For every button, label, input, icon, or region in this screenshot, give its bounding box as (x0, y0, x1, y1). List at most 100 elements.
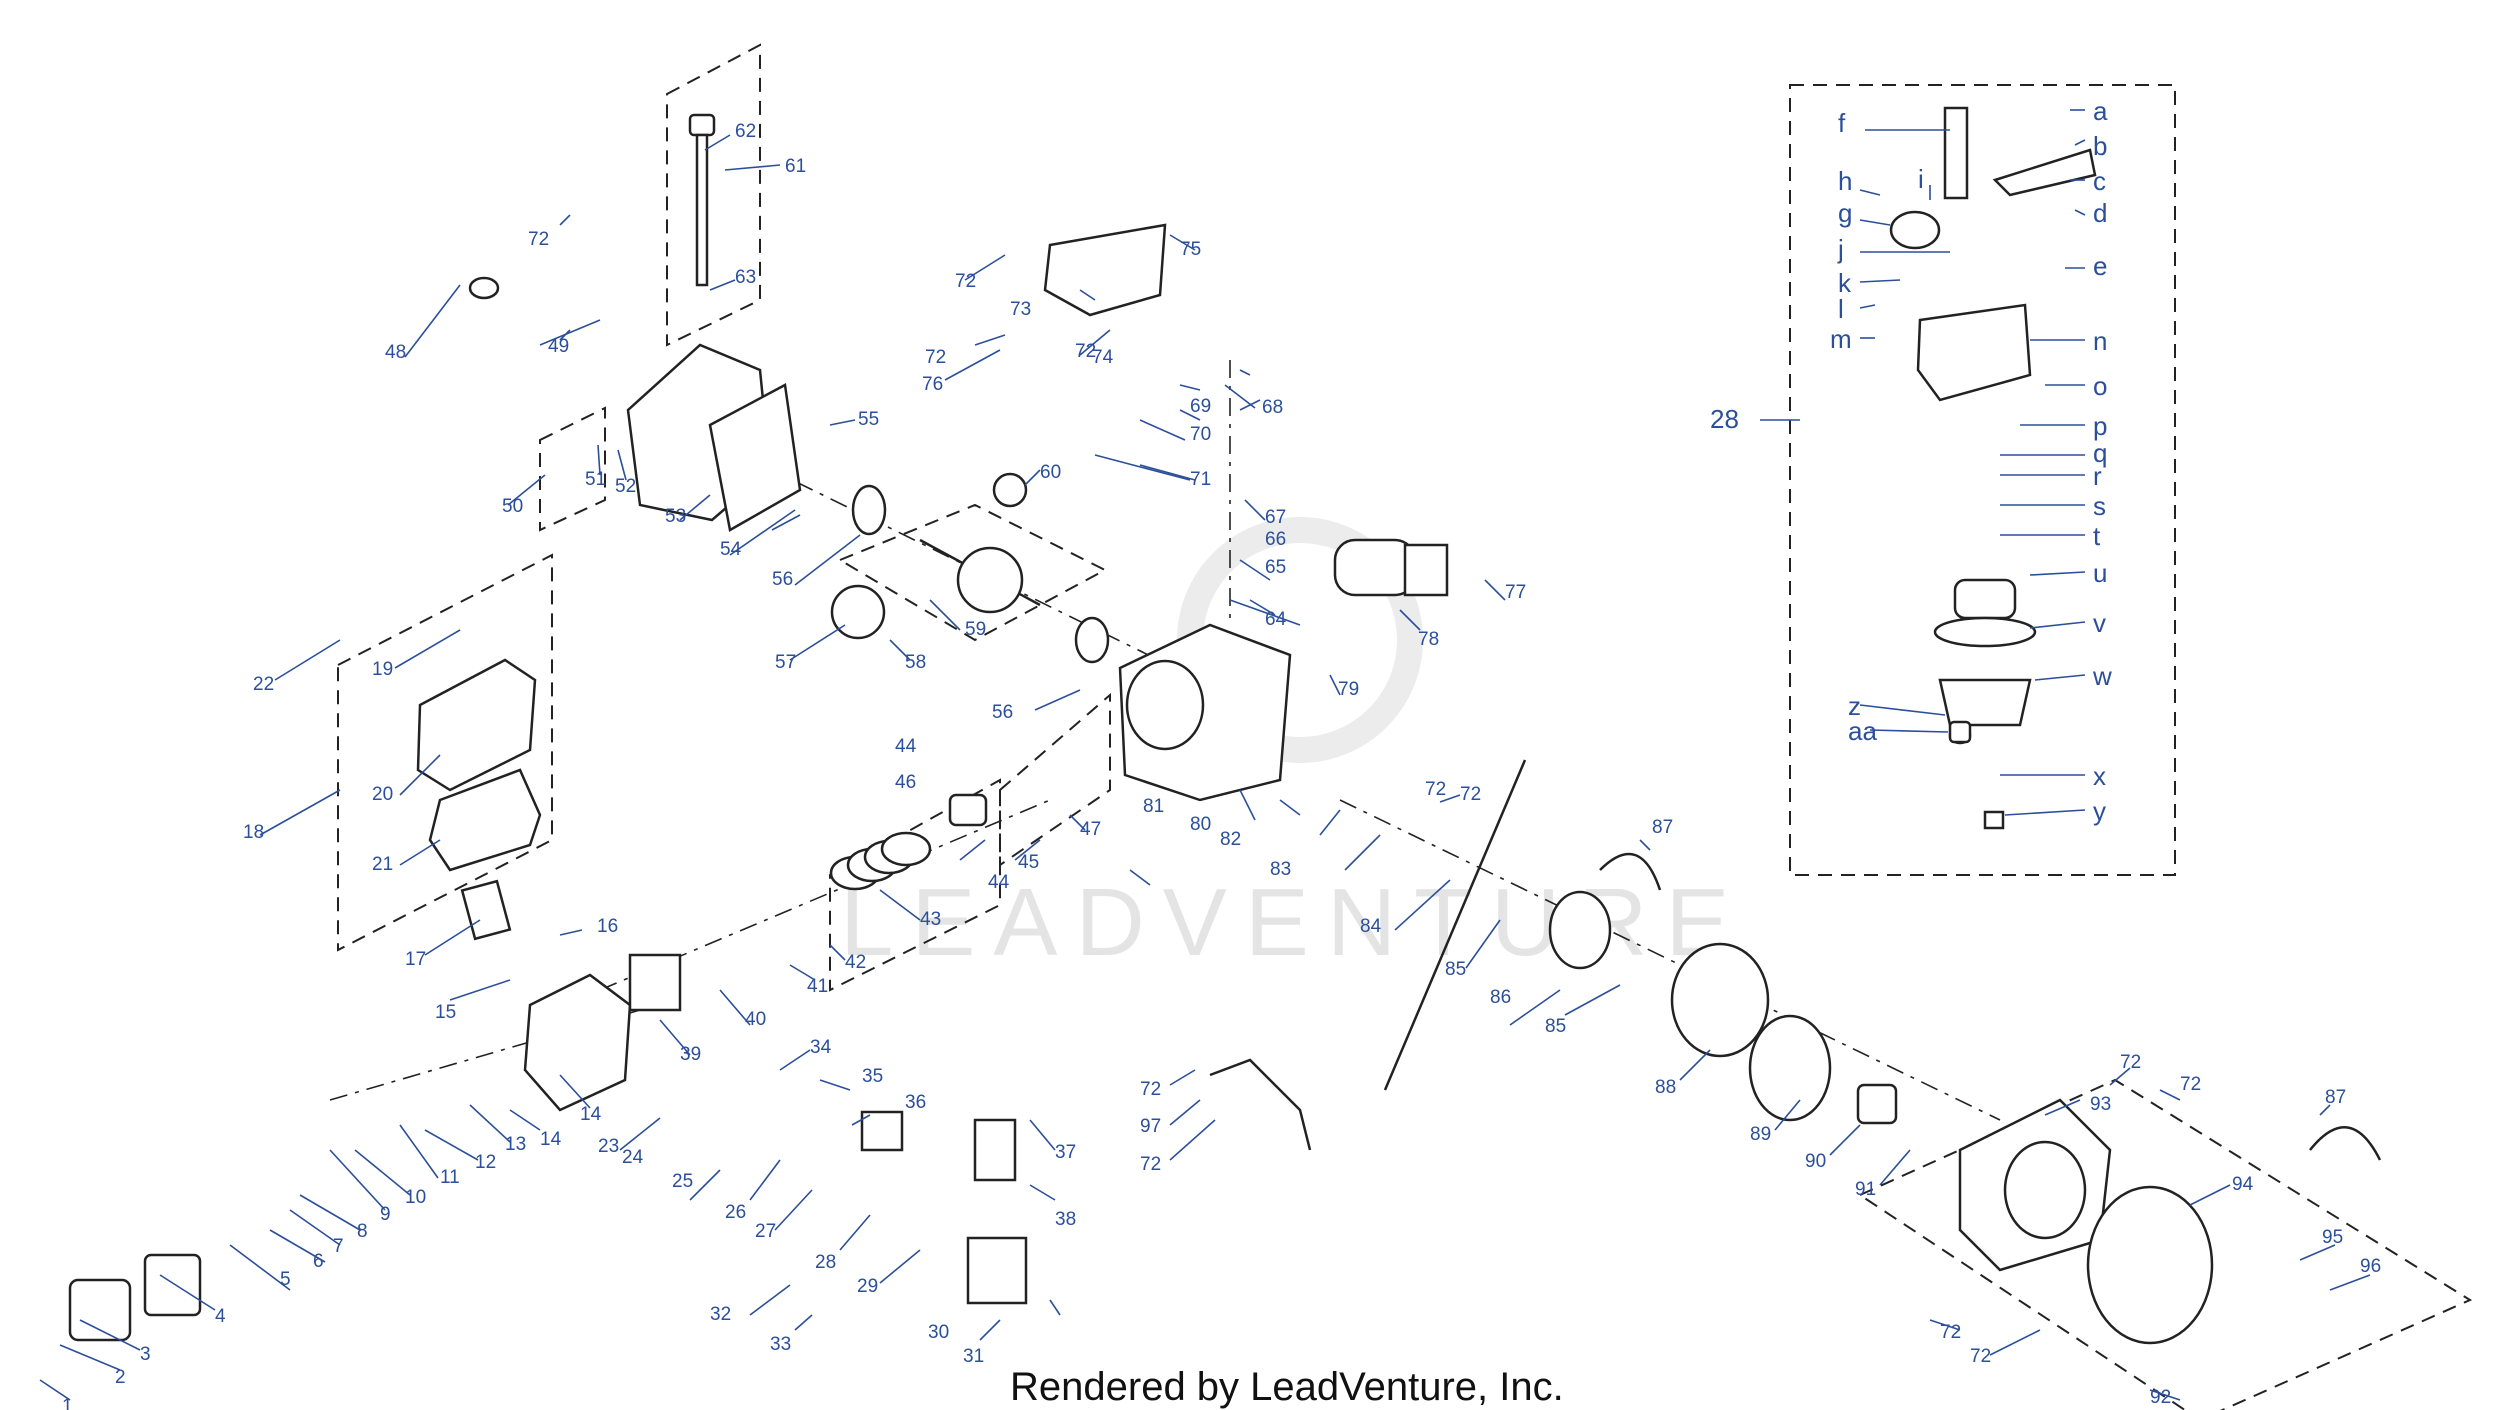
callout-88: 88 (1655, 1077, 1676, 1098)
carburetor-callout-labels: a b c d e f g h i j k l m n o p q r s t … (1830, 96, 2112, 826)
callout-64: 64 (1265, 609, 1287, 630)
carb-gasket (1933, 616, 2037, 648)
carb-callout-v: v (2093, 608, 2106, 638)
head-gasket (628, 953, 682, 1012)
carb-drain-screw (1983, 810, 2005, 830)
carb-callout-e: e (2093, 251, 2107, 281)
callout-49: 49 (548, 336, 569, 357)
crank-bearing (851, 484, 887, 536)
dipstick-tube (695, 133, 709, 287)
carb-callout-c: c (2093, 166, 2106, 196)
callout-76: 76 (922, 374, 943, 395)
muffler-guard (973, 1118, 1017, 1182)
cooling-fan (1748, 1014, 1832, 1122)
callout-87-b: 87 (2325, 1087, 2346, 1108)
flywheel (1670, 942, 1770, 1058)
callout-20: 20 (372, 784, 393, 805)
callout-labels: 1 2 3 4 5 6 7 8 9 10 11 12 13 14 14 15 1… (62, 121, 2381, 1410)
callout-60: 60 (1040, 462, 1061, 483)
carb-callout-j: j (1837, 234, 1844, 264)
callout-57: 57 (775, 652, 796, 673)
ignition-coil (1548, 890, 1612, 970)
cover-gasket (708, 383, 802, 532)
carb-callout-s: s (2093, 491, 2106, 521)
callout-83: 83 (1270, 859, 1291, 880)
starter-cup (1856, 1083, 1898, 1125)
carb-callout-n: n (2093, 326, 2107, 356)
callout-72-g: 72 (1140, 1154, 1161, 1175)
callout-58: 58 (905, 652, 926, 673)
carb-callout-d: d (2093, 198, 2107, 228)
carb-callout-l: l (1838, 294, 1844, 324)
callout-40: 40 (745, 1009, 766, 1030)
carb-callout-y: y (2093, 796, 2106, 826)
callout-46: 46 (895, 772, 916, 793)
governor-gear (992, 472, 1028, 508)
callout-27: 27 (755, 1221, 776, 1242)
piston (948, 793, 988, 827)
callout-26: 26 (725, 1202, 746, 1223)
callout-67: 67 (1265, 507, 1286, 528)
callout-72-h: 72 (2120, 1052, 2141, 1073)
callout-95: 95 (2322, 1227, 2343, 1248)
cam-gear (830, 584, 886, 640)
carb-callout-h: h (1838, 166, 1852, 196)
carb-callout-aa: aa (1848, 716, 1877, 746)
rocker-cover-group-outline (337, 553, 553, 952)
carb-callout-b: b (2093, 131, 2107, 161)
callout-53: 53 (665, 506, 686, 527)
air-filter (428, 768, 542, 872)
callout-54: 54 (720, 539, 742, 560)
callout-10: 10 (405, 1187, 426, 1208)
callout-36: 36 (905, 1092, 926, 1113)
intake-tube (460, 879, 512, 941)
callout-21: 21 (372, 854, 393, 875)
piston-ring-4 (880, 831, 932, 867)
carb-float-bowl (1938, 678, 2032, 727)
callout-89: 89 (1750, 1124, 1771, 1145)
carb-callout-t: t (2093, 521, 2101, 551)
callout-59: 59 (965, 619, 986, 640)
callout-66: 66 (1265, 529, 1286, 550)
callout-25: 25 (672, 1171, 693, 1192)
callout-72-c: 72 (925, 347, 946, 368)
callout-31: 31 (963, 1346, 984, 1367)
callout-74: 74 (1092, 347, 1114, 368)
callout-43: 43 (920, 909, 941, 930)
callout-32: 32 (710, 1304, 731, 1325)
callout-81: 81 (1143, 796, 1164, 817)
callout-73: 73 (1010, 299, 1031, 320)
cylinder-shroud (1043, 223, 1167, 317)
callout-5: 5 (280, 1269, 291, 1290)
callout-93: 93 (2090, 1094, 2111, 1115)
callout-91: 91 (1855, 1179, 1876, 1200)
carburetor (860, 1110, 904, 1152)
callout-38: 38 (1055, 1209, 1076, 1230)
callout-51: 51 (585, 469, 606, 490)
dipstick-group-outline (666, 43, 761, 347)
carb-throttle-shaft (1943, 106, 1969, 200)
callout-33: 33 (770, 1334, 791, 1355)
callout-94: 94 (2232, 1174, 2254, 1195)
callout-63: 63 (735, 267, 756, 288)
callout-87-a: 87 (1652, 817, 1673, 838)
electric-starter (1333, 538, 1417, 597)
oil-seal (468, 276, 500, 300)
callout-72-f: 72 (1140, 1079, 1161, 1100)
oil-plug-group-outline (539, 406, 606, 532)
crankshaft-group-outline (837, 503, 1108, 642)
carb-callout-p: p (2093, 411, 2107, 441)
carburetor-detail-parts (1889, 106, 2097, 830)
callout-72-d: 72 (1075, 341, 1096, 362)
crank-web (956, 546, 1024, 614)
callout-16: 16 (597, 916, 618, 937)
valve-cover (68, 1278, 132, 1342)
callout-72-j: 72 (1940, 1322, 1961, 1343)
throttle-control-cable (1383, 759, 1527, 1091)
carb-callout-g: g (1838, 198, 1852, 228)
callout-56-upper: 56 (772, 569, 793, 590)
callout-48: 48 (385, 342, 406, 363)
callout-24: 24 (622, 1147, 644, 1168)
callout-8: 8 (357, 1221, 368, 1242)
